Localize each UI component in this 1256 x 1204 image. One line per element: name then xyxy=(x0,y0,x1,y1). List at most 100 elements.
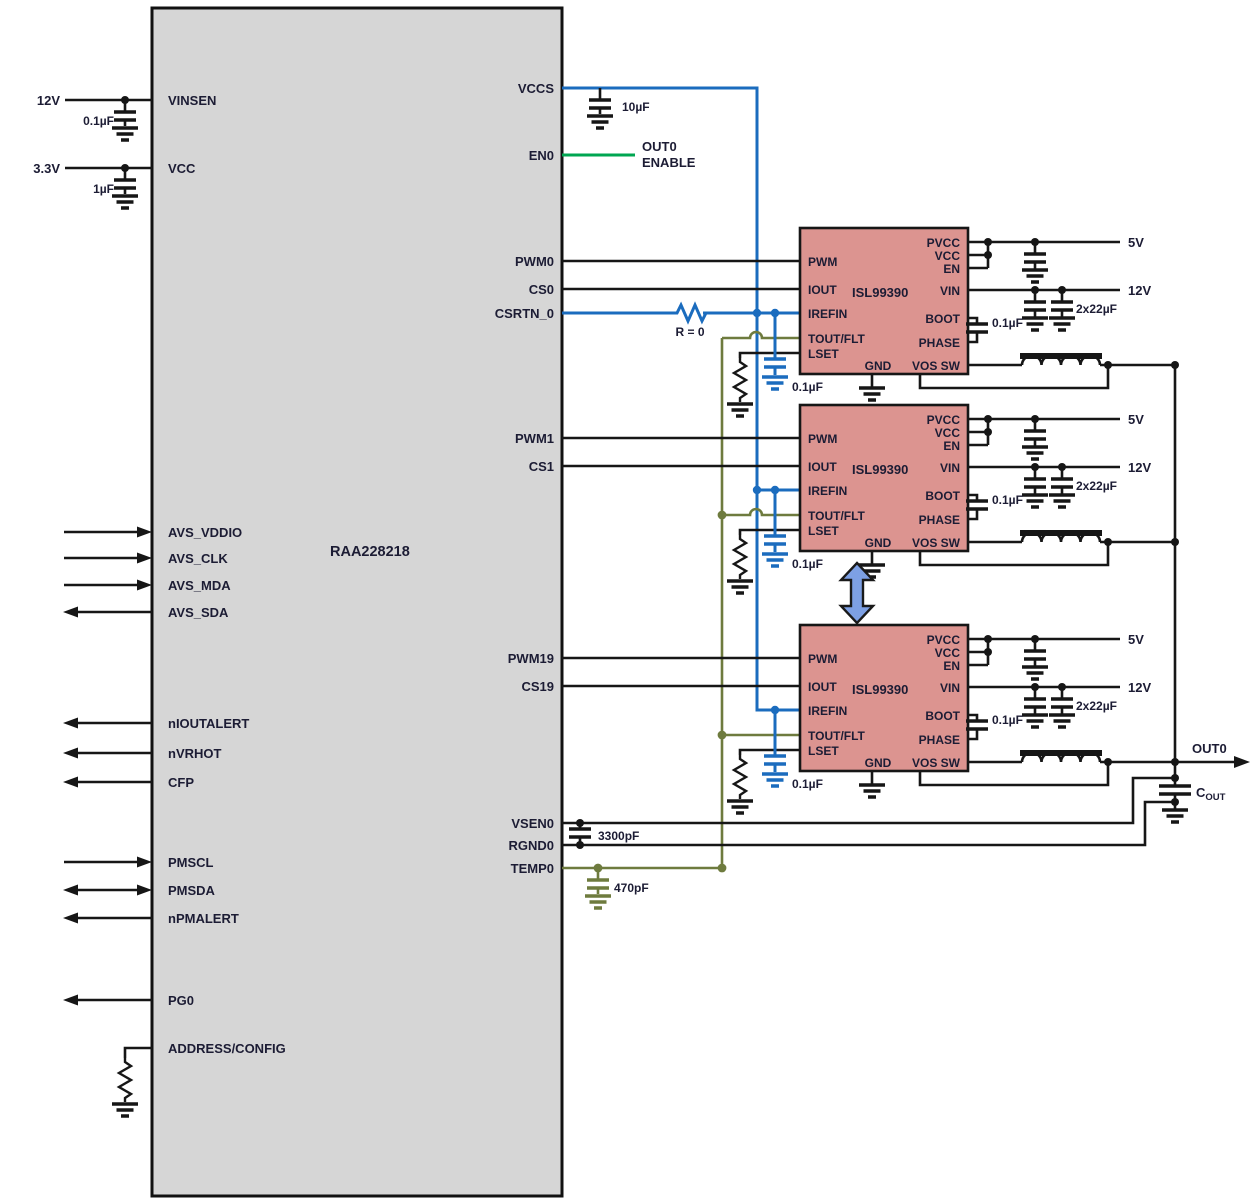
pin-label-cs1: CS1 xyxy=(529,459,554,474)
vinsen-ground-symbol xyxy=(110,126,140,142)
stage-part-number: ISL99390 xyxy=(852,285,908,300)
pin-label-csrtn0: CSRTN_0 xyxy=(495,306,554,321)
arrowhead-right xyxy=(137,526,152,868)
cout-label-sub: OUT xyxy=(1205,792,1225,803)
main-chip-body xyxy=(150,6,564,1198)
junction-dot xyxy=(1031,415,1039,423)
temp0-ground-symbol xyxy=(583,894,613,910)
junction-dot xyxy=(1104,538,1112,546)
bulk-cap-ground-symbol xyxy=(1047,493,1077,509)
junction-dot xyxy=(984,415,992,423)
bulk-cap-value: 2x22µF xyxy=(1076,479,1117,493)
irefin-ground-symbol xyxy=(760,375,790,391)
stage-pin-lset: LSET xyxy=(808,524,839,538)
power-stage-3: PWM IOUT IREFIN TOUT/FLT LSET PVCC VCC E… xyxy=(562,623,1179,815)
enable-label-line1: OUT0 xyxy=(642,139,677,154)
output-inductor-symbol xyxy=(1020,356,1102,366)
junction-dot xyxy=(1104,758,1112,766)
stage-pin-vin: VIN xyxy=(940,681,960,695)
junction-dot xyxy=(717,510,727,520)
stage-pin-boot: BOOT xyxy=(925,312,960,326)
out0-arrowhead xyxy=(1234,756,1250,768)
stage-pin-pvcc: PVCC xyxy=(927,236,961,250)
bulk-capacitor-symbol xyxy=(1022,477,1048,489)
junction-dot xyxy=(1171,361,1179,369)
junction-dot xyxy=(984,238,992,246)
pvcc-cap-ground-symbol xyxy=(1020,665,1050,681)
stage-pin-gnd: GND xyxy=(865,536,892,550)
cout-ground-symbol xyxy=(1160,808,1190,824)
temp0-cap-value: 470pF xyxy=(614,881,649,895)
power-stage-2: PWM IOUT IREFIN TOUT/FLT LSET PVCC VCC E… xyxy=(562,403,1179,595)
stage-pin-phase: PHASE xyxy=(919,336,960,350)
pin-label-pwm0: PWM0 xyxy=(515,254,554,269)
stage-pin-vcc: VCC xyxy=(935,646,961,660)
rgnd0-wire xyxy=(562,800,1175,847)
stage-pin-vcc: VCC xyxy=(935,249,961,263)
stage-part-number: ISL99390 xyxy=(852,682,908,697)
junction-dot xyxy=(576,819,584,827)
irefin-cap-value: 0.1µF xyxy=(792,777,823,791)
output-inductor-symbol xyxy=(1020,753,1102,763)
address-config-ground-symbol xyxy=(110,1102,140,1118)
pin-label-en0: EN0 xyxy=(529,148,554,163)
junction-dot xyxy=(1171,774,1179,782)
stage-pin-lset: LSET xyxy=(808,744,839,758)
vcc-ground-symbol xyxy=(110,194,140,210)
stage-pin-lset: LSET xyxy=(808,347,839,361)
stage-pin-en: EN xyxy=(943,262,960,276)
vccs-capacitor-symbol xyxy=(587,98,613,110)
supply-12v-label: 12V xyxy=(37,93,60,108)
junction-dot xyxy=(1031,286,1039,294)
output-inductor-symbol xyxy=(1020,533,1102,543)
bulk-capacitor-symbol xyxy=(1022,697,1048,709)
pvcc-cap-ground-symbol xyxy=(1020,445,1050,461)
junction-dot xyxy=(984,251,992,259)
pin-label-vccs: VCCS xyxy=(518,81,554,96)
bulk-capacitor-symbol xyxy=(1049,477,1075,489)
stage-pin-vin: VIN xyxy=(940,284,960,298)
boot-cap-value: 0.1µF xyxy=(992,316,1023,330)
junction-dot xyxy=(984,428,992,436)
stage-wiring xyxy=(562,240,1175,390)
junction-dot xyxy=(1031,238,1039,246)
address-config-wire xyxy=(123,1046,152,1058)
bulk-cap-value: 2x22µF xyxy=(1076,302,1117,316)
irefin-capacitor-symbol xyxy=(762,357,788,369)
junction-dot xyxy=(1104,361,1112,369)
boot-cap-value: 0.1µF xyxy=(992,713,1023,727)
stage-pin-en: EN xyxy=(943,439,960,453)
vsen-cap-value: 3300pF xyxy=(598,829,639,843)
rail-12v-label: 12V xyxy=(1128,680,1151,695)
lset-resistor-symbol xyxy=(732,356,748,404)
rail-5v-label: 5V xyxy=(1128,412,1144,427)
vinsen-capacitor-symbol xyxy=(112,110,138,122)
vsen-rgnd-net xyxy=(562,776,1175,849)
stage-wiring xyxy=(562,637,1175,787)
tout-branch-stage2 xyxy=(722,507,800,517)
stage-gnd-ground-symbol xyxy=(857,386,887,402)
out0-net-label: OUT0 xyxy=(1192,741,1227,756)
junction-dot xyxy=(717,863,727,873)
pin-label-avs-mda: AVS_MDA xyxy=(168,578,231,593)
pin-label-vinsen: VINSEN xyxy=(168,93,216,108)
vccs-main-wire xyxy=(562,86,800,712)
irefin-ground-symbol xyxy=(760,772,790,788)
bulk-cap-ground-symbol xyxy=(1020,316,1050,332)
junction-dot xyxy=(1058,463,1066,471)
stage-pin-iout: IOUT xyxy=(808,283,837,297)
stage-pin-en: EN xyxy=(943,659,960,673)
vccs-cap-value: 10µF xyxy=(622,100,650,114)
address-config-resistor-symbol xyxy=(117,1056,133,1104)
stage-pin-pwm: PWM xyxy=(808,652,837,666)
stage-pin-irefin: IREFIN xyxy=(808,704,847,718)
junction-dot xyxy=(770,308,780,318)
irefin-capacitor-symbol xyxy=(762,534,788,546)
junction-dot xyxy=(1171,538,1179,546)
junction-dot xyxy=(752,485,762,495)
pvcc-capacitor-symbol xyxy=(1022,429,1048,441)
pin-label-avs-sda: AVS_SDA xyxy=(168,605,229,620)
stage-pin-irefin: IREFIN xyxy=(808,484,847,498)
output-bus xyxy=(1159,365,1250,824)
